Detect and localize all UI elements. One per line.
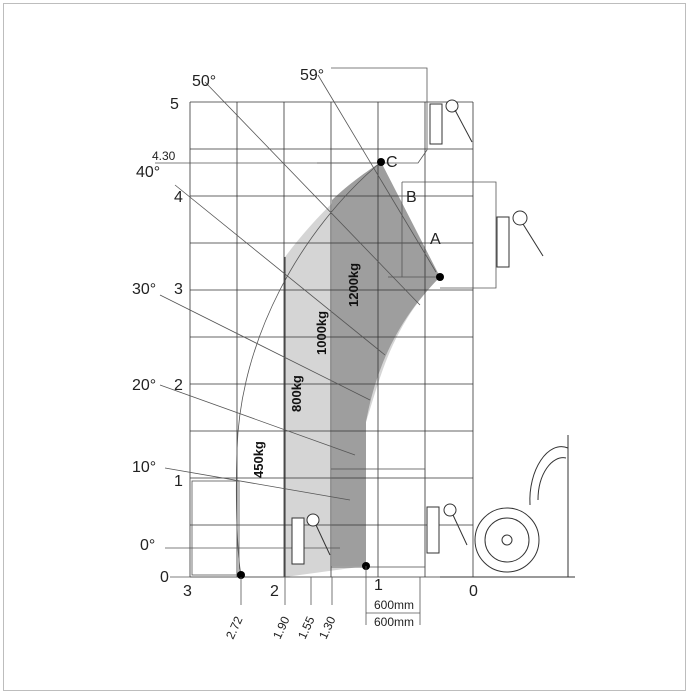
load-800kg: 800kg (289, 375, 304, 412)
load-zone-inner (332, 162, 440, 566)
y-label-3: 3 (174, 281, 183, 298)
telehandler-vehicle (440, 435, 575, 578)
load-1000kg: 1000kg (314, 311, 329, 355)
max-reach-curve (235, 161, 382, 576)
angle-40: 40° (136, 164, 160, 181)
y-label-4-30: 4.30 (152, 149, 176, 163)
load-450kg: 450kg (251, 441, 266, 478)
y-label-2: 2 (174, 377, 183, 394)
label-c: C (386, 154, 398, 171)
y-label-4: 4 (174, 189, 183, 206)
dim-2-72: 2.72 (223, 614, 246, 641)
diagram-frame (3, 3, 686, 691)
fork-carriage-icons (291, 99, 544, 565)
y-label-5: 5 (170, 96, 179, 113)
x-label-0: 0 (469, 583, 478, 600)
dim-1-55: 1.55 (295, 614, 318, 641)
angle-50: 50° (192, 73, 216, 90)
x-label-3: 3 (183, 583, 192, 600)
angle-0: 0° (140, 537, 155, 554)
dim-1-30: 1.30 (316, 614, 339, 641)
dimension-ticks (240, 566, 421, 625)
label-a: A (430, 231, 441, 248)
angle-59: 59° (300, 67, 324, 84)
x-label-1: 1 (374, 577, 383, 594)
point-max-reach (237, 571, 245, 579)
dim-1-90: 1.90 (270, 614, 293, 641)
fork-dim-top: 600mm (374, 598, 414, 612)
x-label-2: 2 (270, 583, 279, 600)
angle-10: 10° (132, 459, 156, 476)
point-c (377, 158, 385, 166)
fork-dim-bottom: 600mm (374, 615, 414, 629)
point-a (436, 273, 444, 281)
angle-20: 20° (132, 377, 156, 394)
load-1200kg: 1200kg (346, 263, 361, 307)
angle-30: 30° (132, 281, 156, 298)
y-label-0: 0 (160, 569, 169, 586)
label-b: B (406, 189, 417, 206)
y-label-1: 1 (174, 473, 183, 490)
